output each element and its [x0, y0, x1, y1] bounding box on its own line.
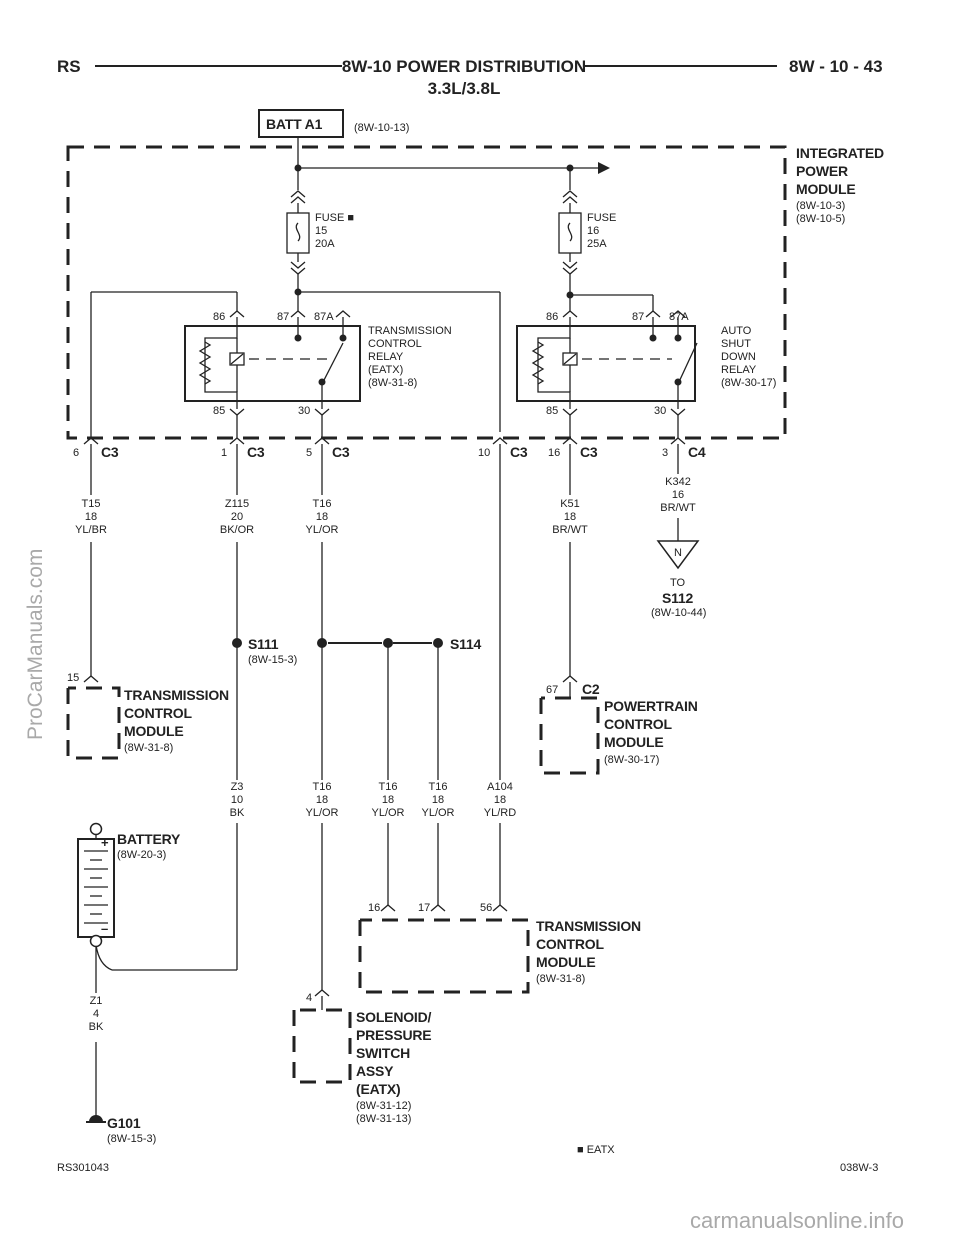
- wire-z3-label: Z3 10 BK: [229, 781, 245, 819]
- battery-plus-icon: +: [101, 835, 109, 850]
- header-subtitle: 3.3L/3.8L: [427, 79, 501, 98]
- conn-pin-10: 10: [478, 447, 491, 459]
- to-label: TO: [670, 577, 686, 589]
- tcm-left-pin: 15: [67, 672, 80, 684]
- batt-ref: (8W-10-13): [354, 122, 410, 134]
- eatx-marker-icon: ■: [347, 212, 355, 224]
- tcr-name: TRANSMISSION CONTROL RELAY (EATX) (8W-31…: [368, 325, 452, 389]
- wire-a104-label: A104 18 YL/RD: [483, 781, 517, 819]
- footer-right: 038W-3: [840, 1162, 879, 1174]
- legend: ■ EATX: [577, 1144, 615, 1156]
- tcr-pin-85: 85: [213, 405, 226, 417]
- conn-c3-b: C3: [247, 444, 265, 460]
- wire-z115-label: Z115 20 BK/OR: [219, 498, 255, 536]
- tcm-bottom-ref: (8W-31-8): [536, 973, 586, 985]
- pcm-pin: 67: [546, 684, 559, 696]
- tcm-left-ref: (8W-31-8): [124, 742, 174, 754]
- pcm-conn: C2: [582, 681, 600, 697]
- header-title: 8W-10 POWER DISTRIBUTION: [341, 57, 587, 76]
- pcm-ref: (8W-30-17): [604, 754, 660, 766]
- s114-name: S114: [450, 636, 482, 652]
- tcm-bottom-pin-56: 56: [480, 902, 493, 914]
- ipm-refs: (8W-10-3) (8W-10-5): [796, 200, 846, 225]
- conn-c3-a: C3: [101, 444, 119, 460]
- asd-name: AUTO SHUT DOWN RELAY (8W-30-17): [721, 325, 777, 389]
- conn-pin-3: 3: [662, 447, 669, 459]
- ground-ref: (8W-15-3): [107, 1133, 157, 1145]
- tcr-pin-87: 87: [277, 311, 290, 323]
- header-page-ref: 8W - 10 - 43: [789, 57, 883, 76]
- asd-pin-30: 30: [654, 405, 667, 417]
- solenoid-pin: 4: [306, 992, 313, 1004]
- batt-label: BATT A1: [266, 116, 323, 132]
- conn-pin-5: 5: [306, 447, 313, 459]
- wire-t16-mid-a: T16 18 YL/OR: [305, 781, 339, 819]
- s112-name: S112: [662, 590, 694, 606]
- tcr-pin-87a: 87A: [314, 311, 334, 323]
- conn-pin-16: 16: [548, 447, 561, 459]
- header-left: RS: [57, 57, 81, 76]
- conn-c3-c: C3: [332, 444, 350, 460]
- bottom-watermark: carmanualsonline.info: [690, 1208, 905, 1233]
- solenoid-name: SOLENOID/ PRESSURE SWITCH ASSY (EATX): [356, 1009, 432, 1097]
- asd-pin-87a: 87A: [669, 311, 689, 323]
- pcm-name: POWERTRAIN CONTROL MODULE: [604, 698, 698, 750]
- tcr-pin-86: 86: [213, 311, 226, 323]
- ipm-name: INTEGRATED POWER MODULE: [796, 145, 884, 197]
- tcm-left-name: TRANSMISSION CONTROL MODULE: [124, 687, 229, 739]
- wire-k342-label: K342 16 BR/WT: [660, 476, 696, 514]
- wire-t16-mid-c: T16 18 YL/OR: [421, 781, 455, 819]
- asd-pin-87: 87: [632, 311, 645, 323]
- s112-ref: (8W-10-44): [651, 607, 707, 619]
- s111-ref: (8W-15-3): [248, 654, 298, 666]
- fuse-16-label: FUSE 16 25A: [587, 212, 617, 250]
- ground-name: G101: [107, 1115, 141, 1131]
- conn-c3-e: C3: [580, 444, 598, 460]
- wire-k51-label: K51 18 BR/WT: [552, 498, 588, 536]
- battery-minus-icon: –: [101, 921, 109, 936]
- wire-t16-label: T16 18 YL/OR: [305, 498, 339, 536]
- asd-pin-85: 85: [546, 405, 559, 417]
- battery-name: BATTERY: [117, 831, 181, 847]
- eatx-legend-icon: ■: [577, 1144, 584, 1156]
- tcm-bottom-pin-16: 16: [368, 902, 381, 914]
- fuse-15-label: FUSE ■ 15 20A: [315, 212, 355, 250]
- wire-t16-mid-b: T16 18 YL/OR: [371, 781, 405, 819]
- splice-n-icon: N: [674, 547, 682, 559]
- conn-c4: C4: [688, 444, 706, 460]
- wire-t15-label: T15 18 YL/BR: [75, 498, 107, 536]
- solenoid-refs: (8W-31-12) (8W-31-13): [356, 1100, 412, 1125]
- tcr-pin-30: 30: [298, 405, 311, 417]
- wire-z1-label: Z1 4 BK: [88, 995, 104, 1033]
- s111-name: S111: [248, 636, 279, 652]
- battery-ref: (8W-20-3): [117, 849, 167, 861]
- conn-pin-6: 6: [73, 447, 80, 459]
- conn-pin-1: 1: [221, 447, 228, 459]
- tcm-bottom-name: TRANSMISSION CONTROL MODULE: [536, 918, 641, 970]
- side-watermark: ProCarManuals.com: [24, 548, 47, 740]
- footer-left: RS301043: [57, 1162, 109, 1174]
- tcm-bottom-pin-17: 17: [418, 902, 431, 914]
- conn-c3-d: C3: [510, 444, 528, 460]
- asd-pin-86: 86: [546, 311, 559, 323]
